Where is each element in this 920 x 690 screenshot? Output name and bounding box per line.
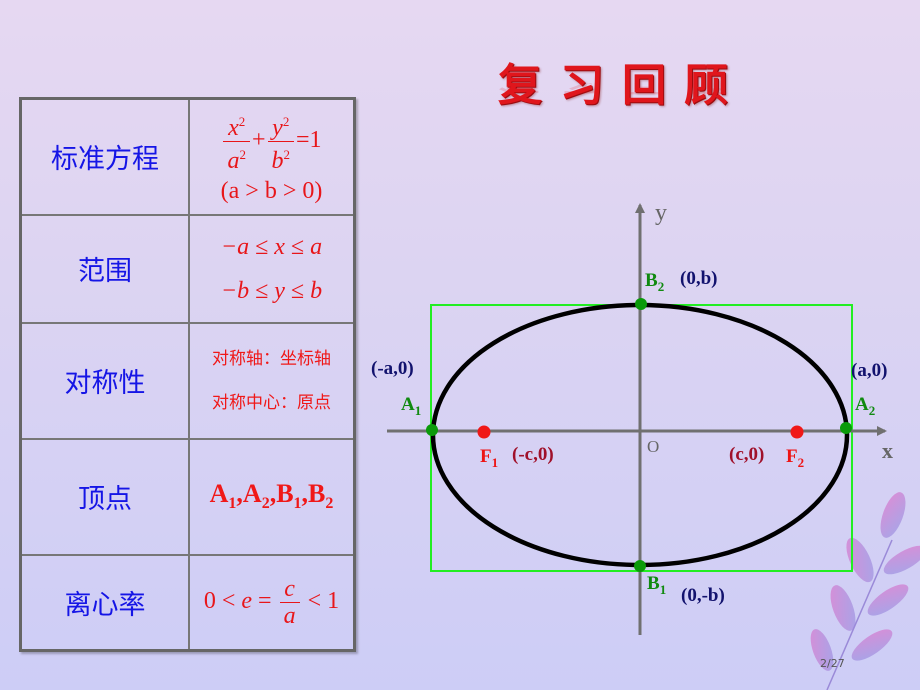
page-title: 复习回顾 [498,60,746,111]
b1-coord: (0,-b) [681,585,725,606]
b1-label: B1 [647,573,667,597]
a1-coord: (-a,0) [371,358,414,379]
vertices-cell: A1,A2,B1,B2 [188,437,356,556]
symmetry-axis: 对称轴：坐标轴 [212,348,331,369]
focus-f2-point [790,425,804,439]
f1-label: F1 [480,446,499,470]
equation-condition: (a > b > 0) [220,177,323,204]
table-row-vertices: 顶点 A1,A2,B1,B2 [19,437,356,556]
f2-coord: (c,0) [729,444,765,465]
a2-coord: (a,0) [851,360,888,381]
vertex-a2-point [840,422,852,434]
f1-coord: (-c,0) [512,444,554,465]
range-cell: −a ≤ x ≤ a −b ≤ y ≤ b [188,213,356,324]
page-number: 2/27 [820,657,845,670]
focus-f1-point [477,425,491,439]
y-axis-label: y [655,200,667,226]
a2-label: A2 [855,394,876,418]
row-label: 范围 [19,213,190,324]
vertices-list: A1,A2,B1,B2 [209,479,334,513]
f2-label: F2 [786,446,805,470]
origin-label: O [647,437,660,456]
row-label: 顶点 [19,437,190,556]
vertex-b1-point [634,560,646,572]
row-label: 对称性 [19,321,190,440]
b2-coord: (0,b) [680,268,718,289]
table-row-range: 范围 −a ≤ x ≤ a −b ≤ y ≤ b [19,213,356,324]
range-y: −b ≤ y ≤ b [220,277,323,304]
x-axis-label: x [882,438,893,463]
vertex-b2-point [635,298,647,310]
range-x: −a ≤ x ≤ a [220,233,323,260]
leaf-branch-icon [810,492,920,690]
symmetry-center: 对称中心：原点 [212,392,331,413]
symmetry-cell: 对称轴：坐标轴 对称中心：原点 [188,321,356,440]
row-label: 标准方程 [19,97,190,216]
row-label: 离心率 [19,553,190,652]
table-row-symmetry: 对称性 对称轴：坐标轴 对称中心：原点 [19,321,356,440]
vertex-a1-point [426,424,438,436]
a1-label: A1 [401,394,422,418]
b2-label: B2 [645,270,665,294]
